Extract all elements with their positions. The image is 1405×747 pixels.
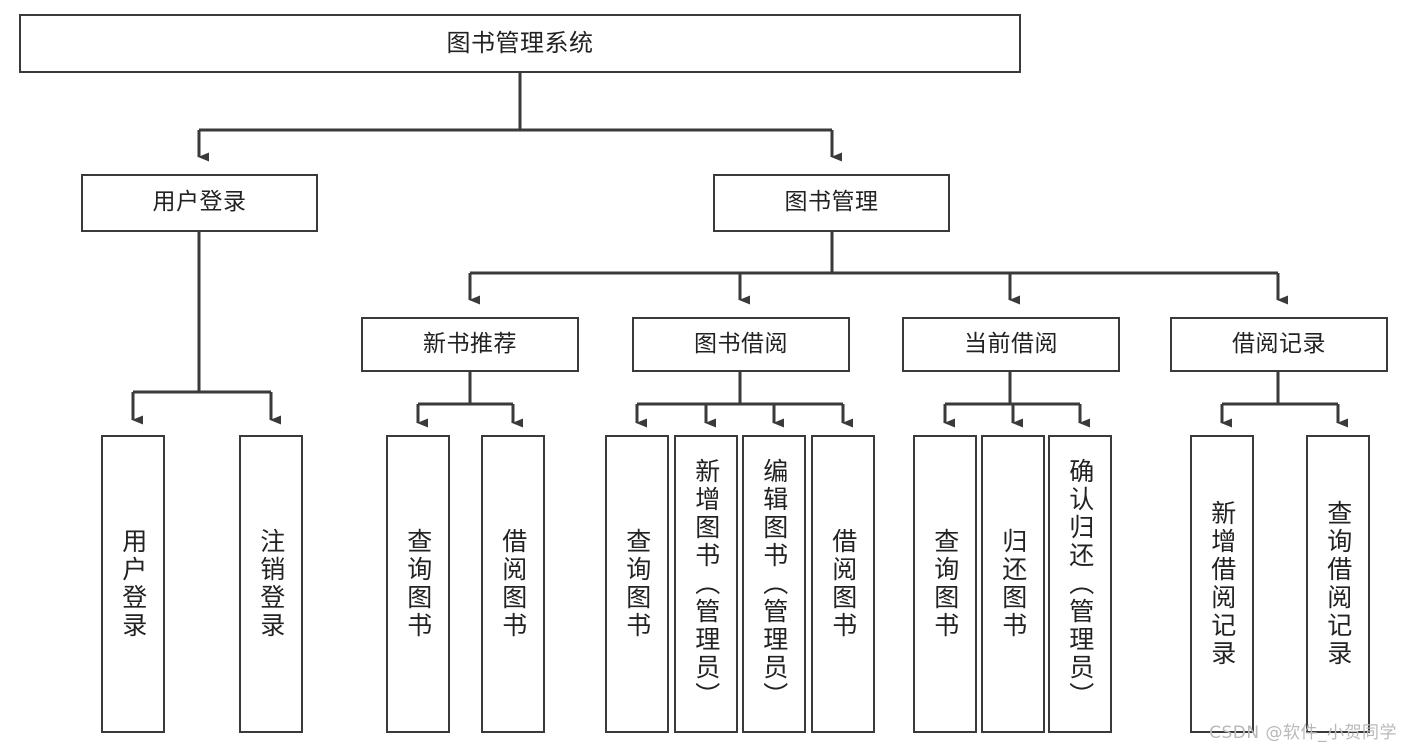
leaf-borrow-borrow-book-label: 借阅图书	[828, 528, 858, 640]
leaf-borrow-query-book-label: 查询图书	[622, 528, 652, 640]
leaf-newbook-borrow-book-label: 借阅图书	[498, 528, 528, 640]
leaf-current-return-book-label: 归还图书	[998, 528, 1028, 640]
node-root-system[interactable]: 图书管理系统	[19, 14, 1021, 73]
node-current-borrow-label: 当前借阅	[964, 330, 1058, 357]
node-new-book-recommend[interactable]: 新书推荐	[361, 317, 579, 372]
node-book-borrow-label: 图书借阅	[694, 330, 788, 357]
leaf-borrow-edit-book-admin[interactable]: 编辑图书（管理员）	[742, 435, 806, 733]
leaf-current-return-book[interactable]: 归还图书	[981, 435, 1045, 733]
leaf-current-query-book-label: 查询图书	[930, 528, 960, 640]
watermark-text: CSDN @软件_小贺同学	[1209, 723, 1397, 743]
node-current-borrow[interactable]: 当前借阅	[902, 317, 1120, 372]
node-borrow-records-label: 借阅记录	[1232, 330, 1326, 357]
node-borrow-records[interactable]: 借阅记录	[1170, 317, 1388, 372]
leaf-records-query-record[interactable]: 查询借阅记录	[1306, 435, 1370, 733]
node-book-management[interactable]: 图书管理	[713, 174, 950, 232]
node-book-borrow[interactable]: 图书借阅	[632, 317, 850, 372]
leaf-current-confirm-return-admin[interactable]: 确认归还（管理员）	[1048, 435, 1112, 733]
leaf-user-login-label: 用户登录	[118, 528, 148, 640]
leaf-records-add-record-label: 新增借阅记录	[1207, 500, 1237, 668]
leaf-borrow-edit-book-admin-label: 编辑图书（管理员）	[759, 458, 789, 710]
leaf-borrow-add-book-admin-label: 新增图书（管理员）	[691, 458, 721, 710]
leaf-logout[interactable]: 注销登录	[239, 435, 303, 733]
leaf-newbook-query-book[interactable]: 查询图书	[386, 435, 450, 733]
node-user-login-label: 用户登录	[152, 189, 247, 216]
leaf-current-confirm-return-admin-label: 确认归还（管理员）	[1065, 458, 1095, 710]
leaf-current-query-book[interactable]: 查询图书	[913, 435, 977, 733]
leaf-borrow-add-book-admin[interactable]: 新增图书（管理员）	[674, 435, 738, 733]
leaf-records-add-record[interactable]: 新增借阅记录	[1190, 435, 1254, 733]
node-book-management-label: 图书管理	[784, 189, 879, 216]
node-new-book-recommend-label: 新书推荐	[423, 330, 517, 357]
leaf-user-login[interactable]: 用户登录	[101, 435, 165, 733]
leaf-borrow-query-book[interactable]: 查询图书	[605, 435, 669, 733]
leaf-logout-label: 注销登录	[256, 528, 286, 640]
leaf-newbook-borrow-book[interactable]: 借阅图书	[481, 435, 545, 733]
leaf-borrow-borrow-book[interactable]: 借阅图书	[811, 435, 875, 733]
node-user-login[interactable]: 用户登录	[81, 174, 318, 232]
leaf-records-query-record-label: 查询借阅记录	[1323, 500, 1353, 668]
leaf-newbook-query-book-label: 查询图书	[403, 528, 433, 640]
node-root-system-label: 图书管理系统	[446, 29, 594, 58]
